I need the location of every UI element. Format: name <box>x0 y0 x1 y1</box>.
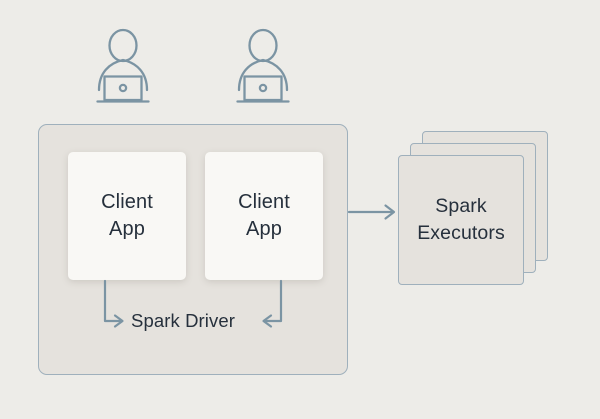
client-app-label-line1: Client <box>238 191 290 213</box>
client-app-box[interactable]: Client App <box>68 152 186 280</box>
client-app-label-line2: App <box>246 218 282 240</box>
person-with-laptop-icon <box>226 28 300 108</box>
spark-executors-box[interactable]: Spark Executors <box>398 155 524 285</box>
client-app-box[interactable]: Client App <box>205 152 323 280</box>
spark-driver-label: Spark Driver <box>131 310 235 331</box>
client-app-label-line1: Client <box>101 191 153 213</box>
spark-executors-label-line1: Spark <box>435 195 487 217</box>
client-app-2-to-driver-arrow <box>262 279 283 328</box>
client-app-label-line2: App <box>109 218 145 240</box>
driver-to-executors-arrow <box>347 204 396 220</box>
spark-executors-label-line2: Executors <box>417 222 505 244</box>
person-with-laptop-icon <box>86 28 160 108</box>
client-app-1-to-driver-arrow <box>103 279 124 328</box>
